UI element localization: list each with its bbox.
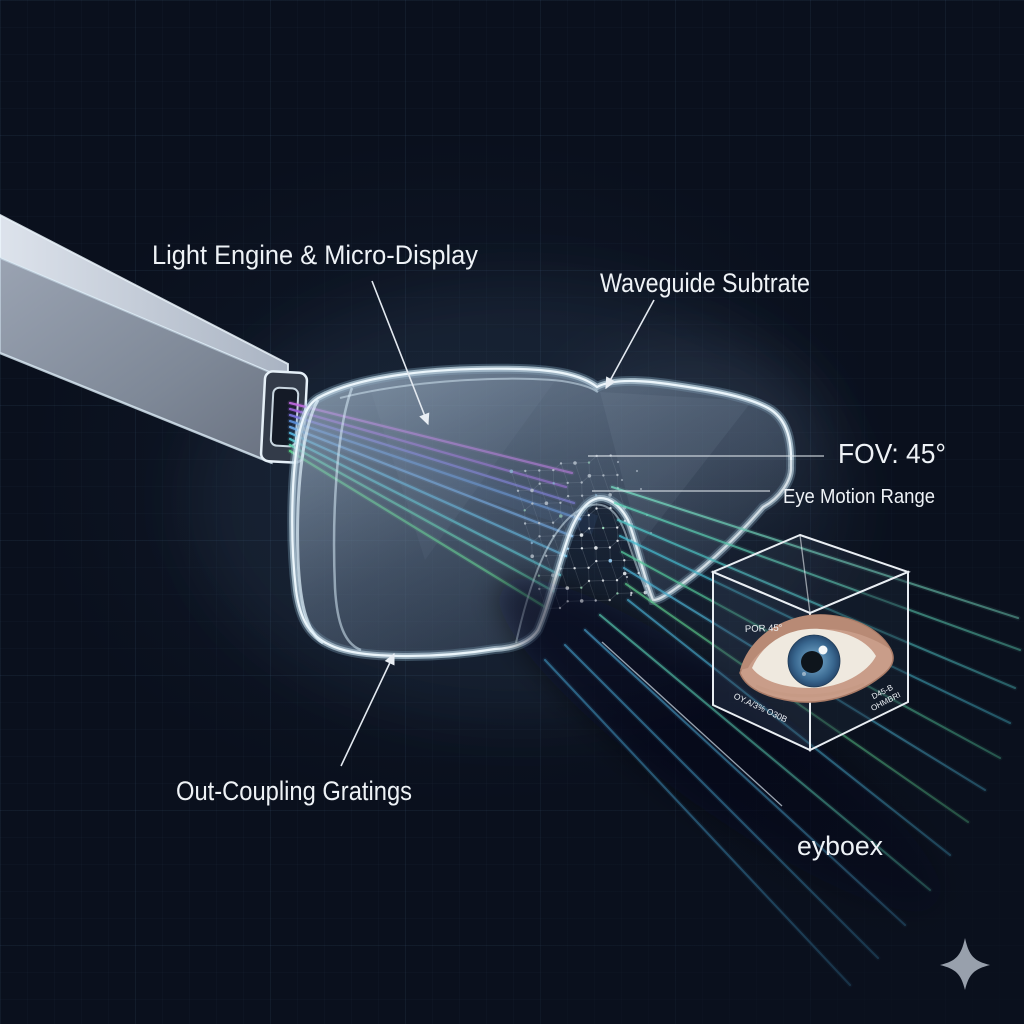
label-waveguide-substrate: Waveguide Subtrate: [600, 268, 810, 298]
out-coupling-arrow: [340, 652, 395, 767]
visor-inner-top-line: [339, 377, 599, 399]
visor-side-wrap-line-1: [296, 399, 324, 645]
temple-arm-bottom-edge: [0, 351, 273, 465]
eyebox-leader-line: [601, 641, 783, 807]
visor-side-wrap-line-2: [332, 387, 362, 652]
label-fov: FOV: 45°: [838, 438, 946, 469]
ray-fade-overlay: [540, 460, 1024, 1024]
eye-illustration: [739, 614, 894, 703]
annotation-labels: Light Engine & Micro-Display Waveguide S…: [152, 240, 946, 861]
upper-eyelid-band: [740, 614, 890, 670]
pupil: [801, 651, 823, 673]
eye-highlight: [818, 645, 828, 655]
label-out-coupling-gratings: Out-Coupling Gratings: [176, 776, 412, 806]
light-engine-arrow: [371, 280, 430, 426]
label-light-engine: Light Engine & Micro-Display: [152, 240, 478, 270]
eyebox-cube: POR 45° OY.A/3% O30B D45-B OHMBRI: [710, 533, 911, 752]
eye-highlight-small: [802, 672, 806, 676]
sparkle-icon: [940, 938, 990, 990]
lower-lid-fold: [755, 682, 865, 698]
cube-left-face-label: POR 45°: [745, 623, 783, 635]
label-eye-motion-range: Eye Motion Range: [783, 486, 935, 508]
waveguide-arrow: [605, 299, 655, 390]
label-eyebox: eyboex: [797, 831, 883, 861]
cube-hidden-edge: [799, 534, 811, 614]
annotation-lines: [340, 280, 824, 807]
